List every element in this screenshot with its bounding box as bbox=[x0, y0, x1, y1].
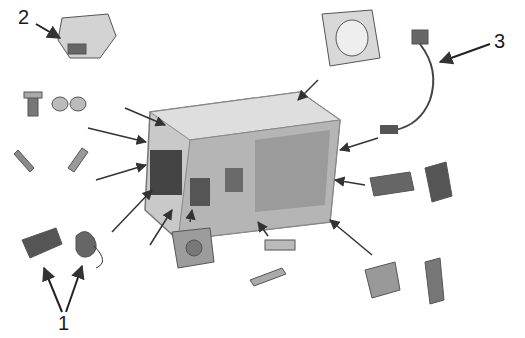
sensor-wire bbox=[94, 246, 103, 268]
crank-sensor-part-1 bbox=[22, 228, 62, 258]
knock-sensor bbox=[70, 97, 86, 111]
throttle-position-sensor bbox=[186, 240, 202, 256]
pressure-switch bbox=[24, 92, 42, 98]
signal-arrow bbox=[88, 128, 146, 142]
callout-leader bbox=[36, 24, 60, 38]
ecu-connector bbox=[225, 168, 243, 192]
sensor-part-2 bbox=[58, 14, 116, 58]
cam-sensor-part-1 bbox=[76, 231, 96, 257]
ecu-label-plate bbox=[255, 130, 330, 212]
airflow-meter bbox=[322, 10, 380, 66]
knock-sensor bbox=[52, 97, 68, 111]
oxygen-sensor-part-3 bbox=[380, 125, 398, 134]
signal-arrow bbox=[125, 108, 165, 125]
airflow-meter bbox=[336, 20, 368, 56]
throttle-position-sensor bbox=[172, 228, 214, 268]
signal-arrow bbox=[112, 190, 152, 232]
signal-arrow bbox=[258, 222, 268, 236]
callout-leader bbox=[440, 44, 490, 62]
signal-arrow bbox=[330, 220, 372, 255]
ecu-connector bbox=[150, 150, 182, 195]
temperature-sensor bbox=[14, 150, 34, 172]
sensor-wire bbox=[395, 44, 433, 130]
solenoid-valve bbox=[425, 258, 444, 304]
signal-arrow bbox=[298, 80, 318, 100]
map-sensor bbox=[370, 172, 414, 196]
signal-arrow bbox=[190, 210, 192, 222]
callout-number: 3 bbox=[494, 30, 505, 52]
ecu-housing bbox=[145, 92, 340, 240]
solenoid-valve bbox=[365, 262, 400, 298]
ecu-face bbox=[178, 120, 340, 240]
signal-arrow bbox=[340, 138, 378, 150]
signal-arrow bbox=[96, 165, 146, 180]
pressure-switch bbox=[28, 96, 38, 116]
ecu-connector bbox=[190, 178, 210, 206]
callout-number: 1 bbox=[58, 312, 69, 334]
callout-leader bbox=[44, 268, 62, 312]
ecu-unit bbox=[145, 92, 340, 240]
map-sensor bbox=[425, 162, 452, 202]
oxygen-sensor-part-3 bbox=[412, 30, 428, 44]
callout-number: 2 bbox=[18, 6, 29, 28]
signal-arrow bbox=[335, 180, 365, 185]
callout-leader bbox=[66, 266, 82, 312]
sensor-connector bbox=[68, 44, 86, 54]
injector bbox=[250, 268, 286, 286]
signal-arrow bbox=[150, 210, 172, 245]
injector bbox=[265, 240, 295, 250]
temperature-sensor bbox=[68, 148, 88, 172]
